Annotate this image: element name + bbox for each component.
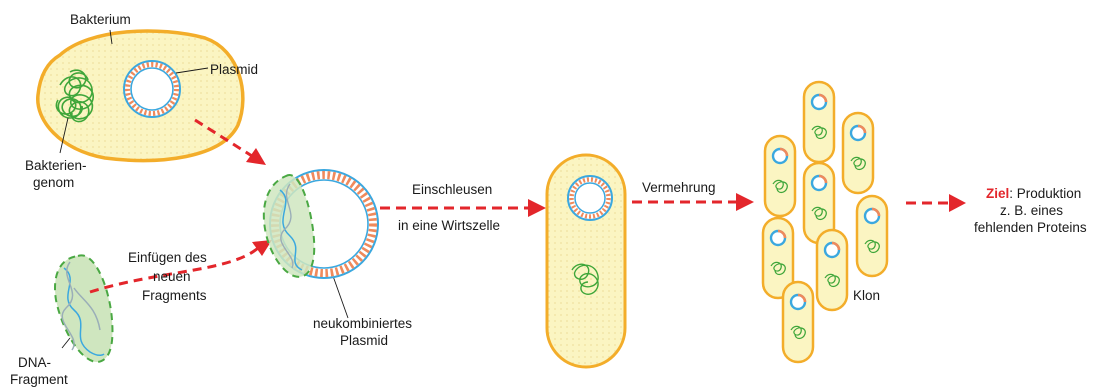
arrow-replication <box>632 193 754 211</box>
goal-word: Ziel <box>986 186 1009 201</box>
bacterial-genome-label-line1: Bakterien- <box>25 158 87 173</box>
recombined-label-line2: Plasmid <box>340 333 388 348</box>
clone-cell <box>783 282 813 362</box>
goal-rest: : Produktion <box>1009 186 1081 201</box>
clone-label: Klon <box>853 288 880 303</box>
insert-label-line3: Fragments <box>142 288 207 303</box>
clone-cell <box>804 82 834 162</box>
transfer-label-line2: in eine Wirtszelle <box>398 218 500 233</box>
insert-label-line1: Einfügen des <box>128 250 207 265</box>
plasmid-label: Plasmid <box>210 62 258 77</box>
clone-cell <box>817 230 847 310</box>
host-cell <box>547 155 625 367</box>
goal-label-line2: z. B. eines <box>1000 203 1063 218</box>
goal-label-line3: fehlenden Proteins <box>974 220 1087 235</box>
dna-fragment-label-line2: Fragment <box>10 372 68 387</box>
goal-label-line1: Ziel: Produktion <box>986 186 1081 201</box>
recombined-plasmid <box>264 170 378 278</box>
clone-cells <box>763 82 887 362</box>
bacterium-label: Bakterium <box>70 12 131 27</box>
clone-cell <box>843 113 873 193</box>
bacterial-genome-label-line2: genom <box>33 175 74 190</box>
dna-fragment-label-line1: DNA- <box>18 355 51 370</box>
replication-label: Vermehrung <box>642 180 716 195</box>
arrow-goal <box>906 194 966 212</box>
arrow-transfer <box>380 199 546 217</box>
arrow-insert-fragment <box>90 240 272 292</box>
plasmid-icon <box>124 61 180 117</box>
insert-label-line2: neuen <box>153 269 191 284</box>
clone-cell <box>857 196 887 276</box>
recombined-label-line1: neukombiniertes <box>313 316 412 331</box>
transfer-label-line1: Einschleusen <box>412 182 492 197</box>
clone-cell <box>765 136 795 216</box>
